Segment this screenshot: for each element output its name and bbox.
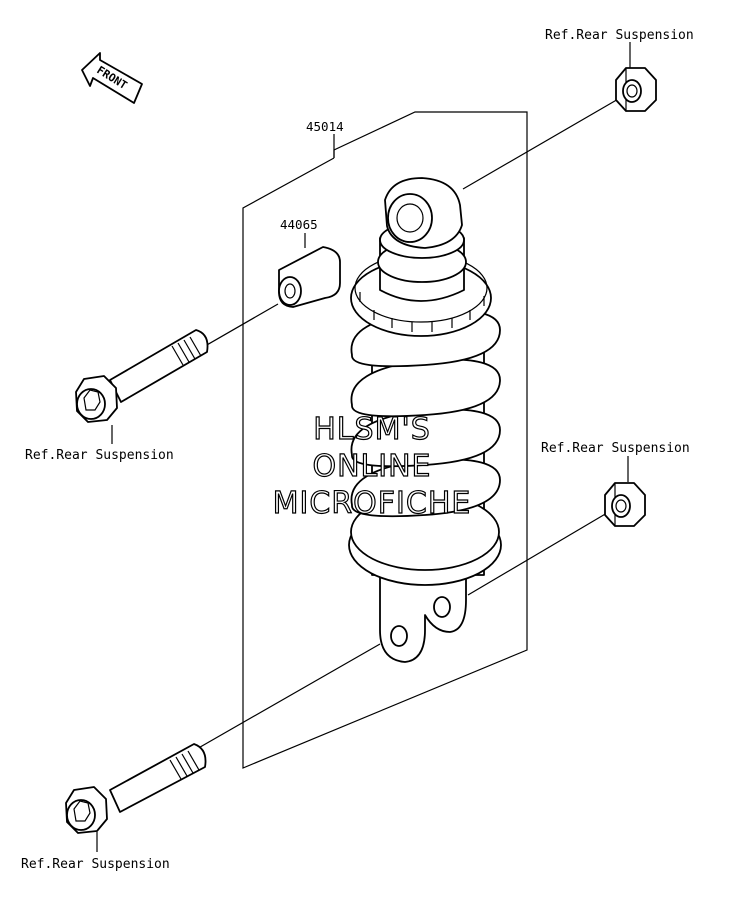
watermark-line-1: HLSM'S: [313, 412, 431, 447]
leader-top-nut: [462, 97, 621, 190]
ref-label-top-right: Ref.Rear Suspension: [545, 28, 694, 43]
right-lower-nut-icon: [604, 482, 646, 527]
watermark-line-3: MICROFICHE: [273, 486, 472, 521]
assembly-bracket: [242, 111, 528, 769]
part-number-44065: 44065: [280, 217, 318, 232]
top-right-nut-icon: [615, 67, 657, 112]
upper-bolt-icon: [75, 329, 209, 423]
leader-lower-nut: [467, 512, 608, 596]
front-arrow-icon: FRONT: [81, 52, 143, 104]
ref-label-right-lower: Ref.Rear Suspension: [541, 441, 690, 456]
lower-bolt-icon: [65, 743, 207, 834]
watermark-line-2: ONLINE: [312, 449, 431, 484]
shock-absorber-icon: [348, 177, 502, 663]
ref-label-left-upper: Ref.Rear Suspension: [25, 448, 174, 463]
ref-label-left-lower: Ref.Rear Suspension: [21, 857, 170, 872]
part-number-45014: 45014: [306, 119, 344, 134]
collar-part: [278, 246, 341, 308]
leader-lower-bolt: [187, 643, 381, 755]
